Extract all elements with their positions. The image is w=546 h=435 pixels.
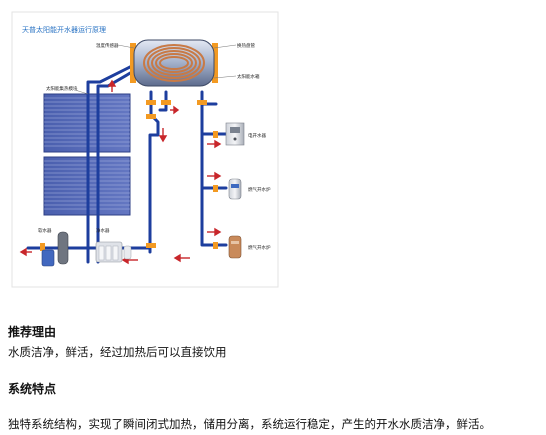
diagram-title: 天普太阳能开水器运行原理 xyxy=(22,25,106,34)
label-purifier: 净水器 xyxy=(96,227,110,234)
label-temp-sensor: 温度传感器 xyxy=(96,42,119,49)
label-softener: 软水器 xyxy=(38,227,52,234)
label-heat-exchange-coil: 换热盘管 xyxy=(237,42,255,49)
gas-boiler-unit xyxy=(228,178,242,200)
label-solar-collector: 太阳能集热模块 xyxy=(46,85,78,92)
recommend-heading: 推荐理由 xyxy=(8,325,57,339)
label-gas-boiler: 燃气开水炉 xyxy=(248,186,271,193)
label-solar-tank: 太阳能水箱 xyxy=(237,73,260,80)
label-electric-boiler: 电开水器 xyxy=(248,132,266,139)
features-heading: 系统特点 xyxy=(8,382,57,396)
gas-boiler-unit-2 xyxy=(228,235,242,259)
solar-water-tank xyxy=(133,39,215,87)
electric-boiler-unit xyxy=(225,122,245,146)
features-text: 独特系统结构，实现了瞬间闭式加热，储用分离，系统运行稳定，产生的开水水质洁净，鲜… xyxy=(8,417,491,431)
heat-exchange-coil xyxy=(143,44,205,82)
flow-arrows xyxy=(19,79,222,265)
purifier-unit xyxy=(95,241,132,263)
solar-water-heater-diagram: 天普太阳能开水器运行原理 xyxy=(11,11,279,288)
label-gas-boiler-2: 燃气开水炉 xyxy=(248,244,271,251)
softener-unit xyxy=(41,231,69,267)
recommend-text: 水质洁净，鲜活，经过加热后可以直接饮用 xyxy=(8,345,227,359)
